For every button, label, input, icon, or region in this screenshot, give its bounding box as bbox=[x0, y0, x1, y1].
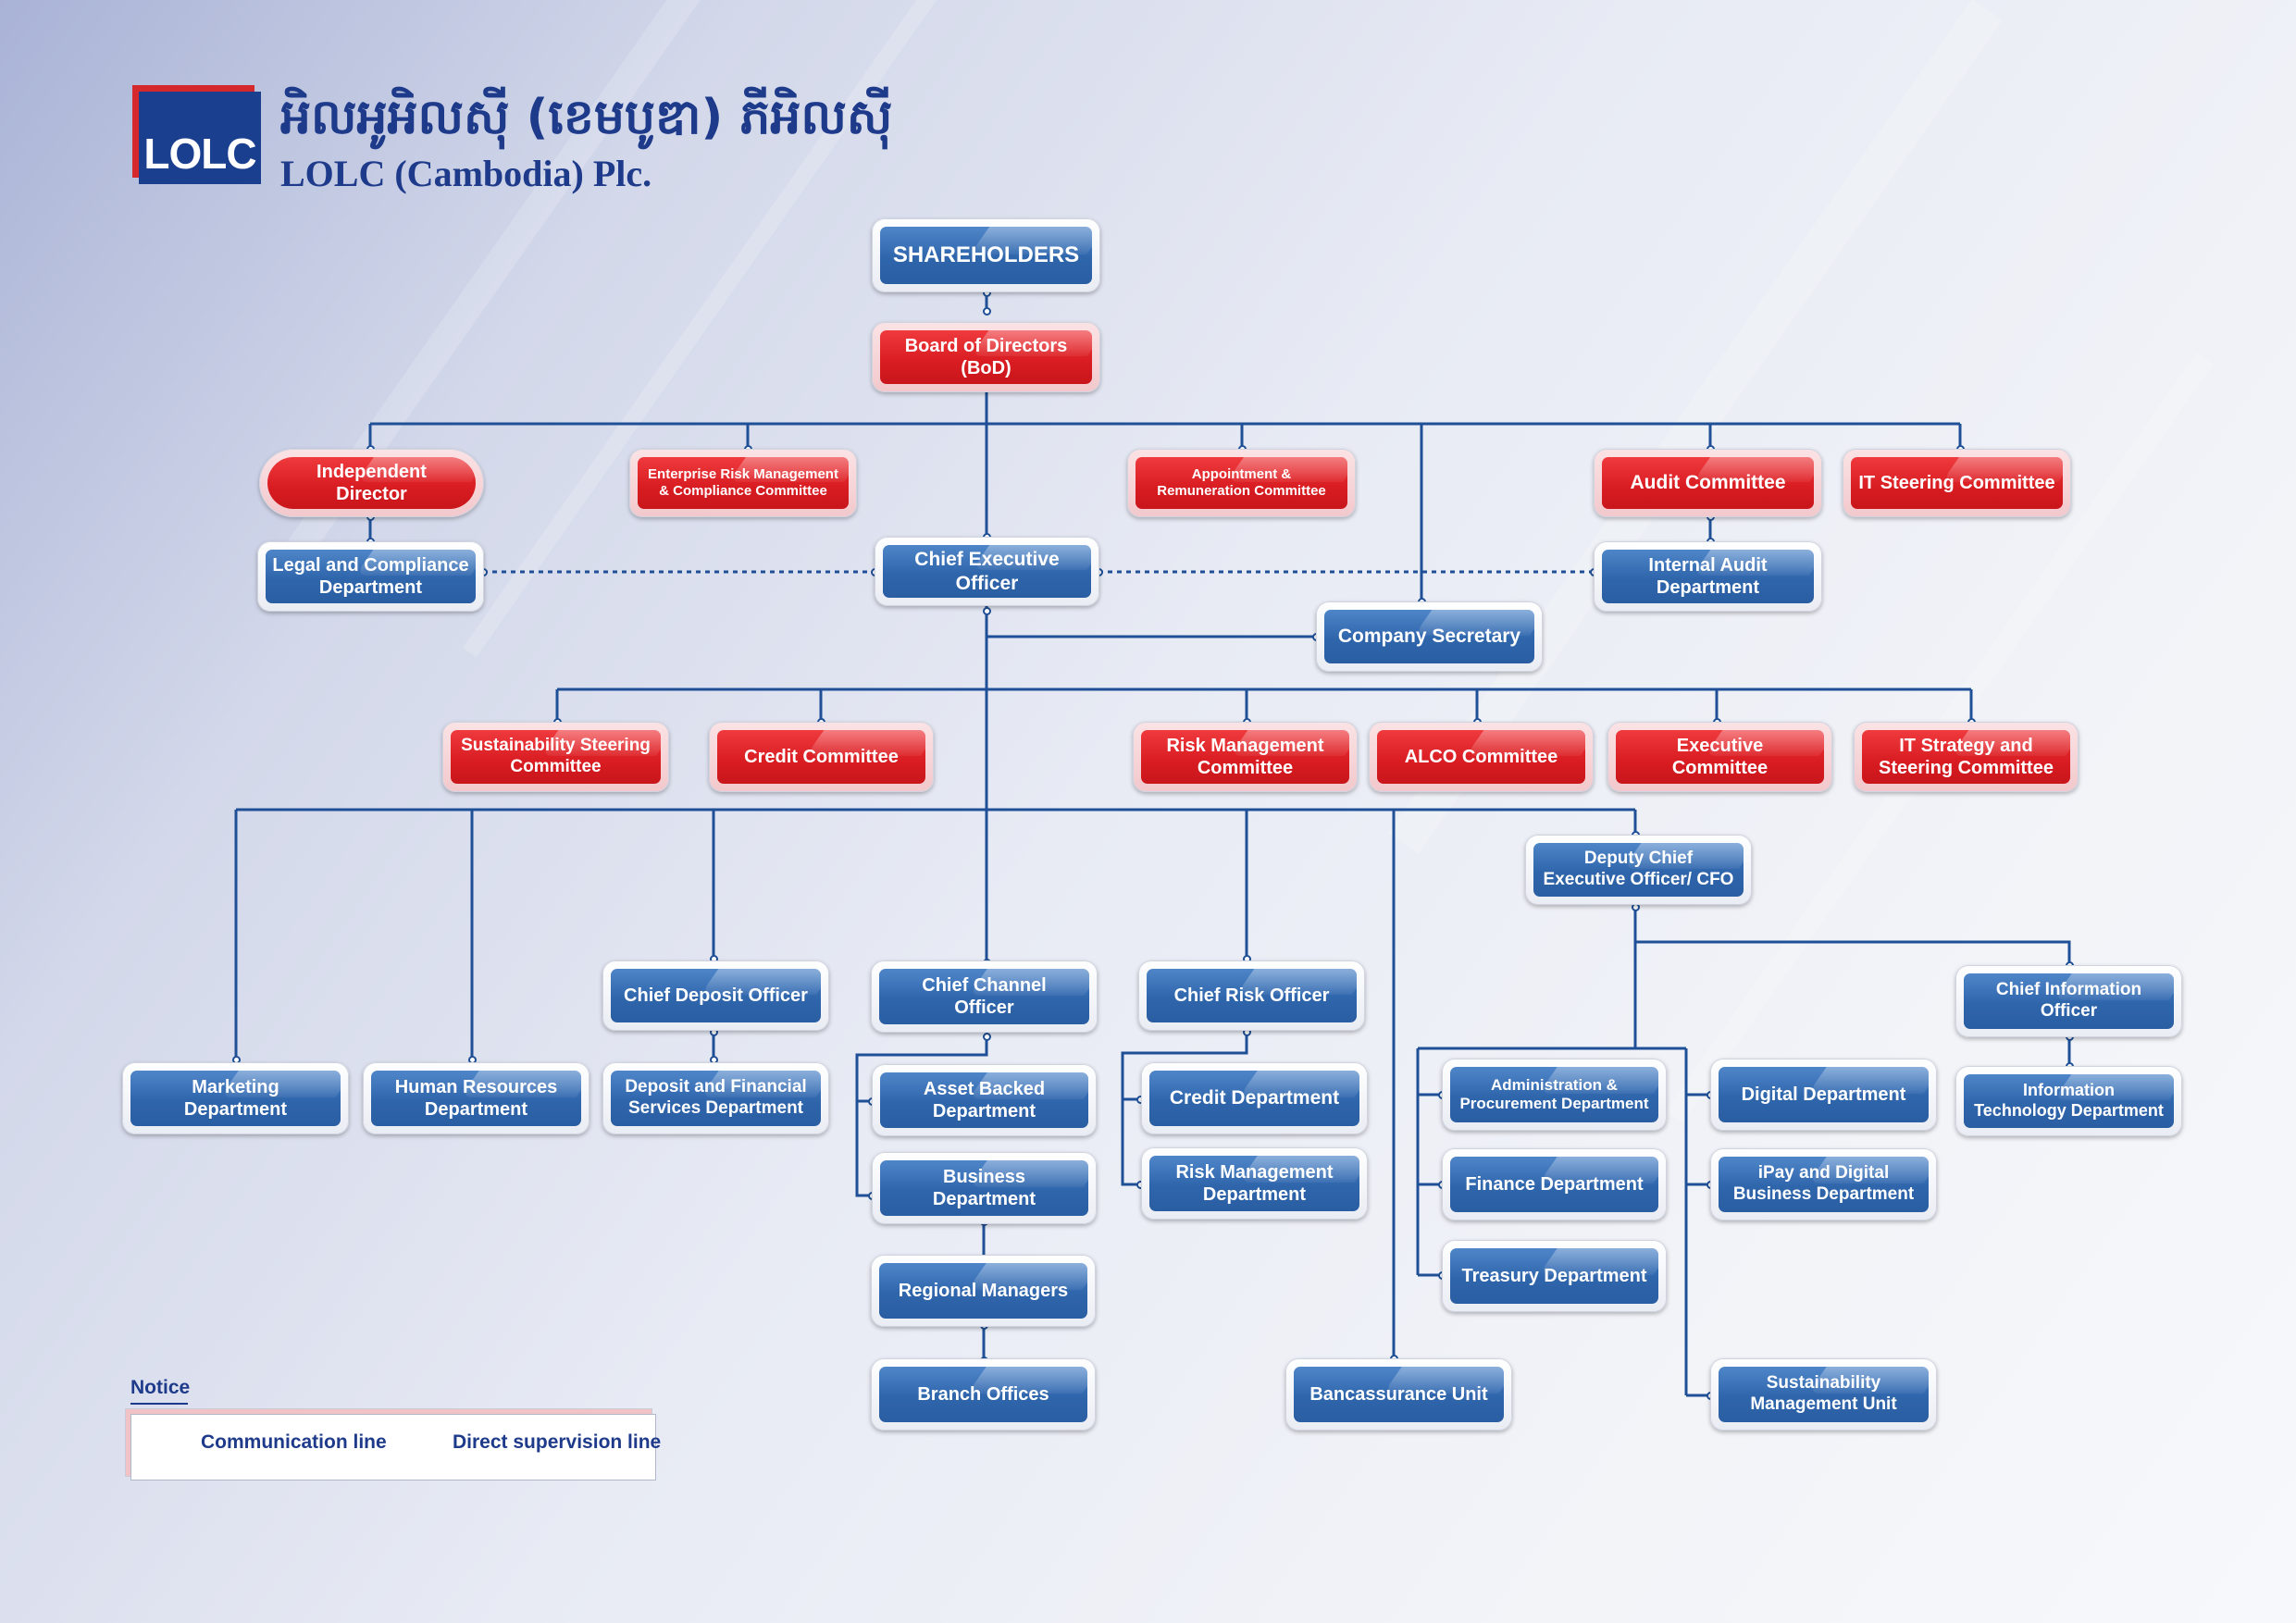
chief-risk-label: Chief Risk Officer bbox=[1173, 985, 1330, 1006]
legend-title: Notice bbox=[130, 1377, 191, 1398]
sustainability-steering-box: Sustainability Steering Committee bbox=[442, 722, 669, 792]
alco-committee-label: ALCO Committee bbox=[1404, 747, 1558, 767]
cio-box: Chief Information Officer bbox=[1955, 965, 2182, 1037]
erm-committee-box: Enterprise Risk Management & Compliance … bbox=[629, 449, 857, 517]
audit-committee-label: Audit Committee bbox=[1630, 472, 1786, 494]
ceo-box: Chief Executive Officer bbox=[875, 537, 1099, 606]
risk-dept-box: Risk Management Department bbox=[1141, 1147, 1368, 1220]
bod-box: Board of Directors (BoD) bbox=[872, 322, 1100, 392]
deposit-services-box: Deposit and Financial Services Departmen… bbox=[602, 1062, 829, 1134]
ceo-label: Chief Executive Officer bbox=[914, 549, 1060, 594]
executive-committee-box: Executive Committee bbox=[1607, 722, 1832, 792]
deputy-ceo-box: Deputy Chief Executive Officer/ CFO bbox=[1525, 835, 1752, 905]
chief-risk-box: Chief Risk Officer bbox=[1138, 960, 1365, 1031]
sustainability-steering-label: Sustainability Steering Committee bbox=[461, 736, 651, 776]
executive-committee-label: Executive Committee bbox=[1671, 736, 1769, 778]
logo-text: LOLC bbox=[139, 92, 261, 184]
legend-communication-line: Communication line bbox=[201, 1431, 387, 1453]
bancassurance-box: Bancassurance Unit bbox=[1285, 1358, 1512, 1431]
credit-committee-label: Credit Committee bbox=[744, 747, 899, 767]
risk-dept-label: Risk Management Department bbox=[1175, 1162, 1334, 1205]
treasury-dept-label: Treasury Department bbox=[1461, 1266, 1647, 1286]
company-name-khmer: អិលអូអិលស៊ី (ខេមបូឌា) ភីអិលស៊ី bbox=[280, 90, 893, 145]
risk-committee-label: Risk Management Committee bbox=[1166, 736, 1324, 778]
marketing-label: Marketing Department bbox=[183, 1077, 288, 1120]
audit-committee-box: Audit Committee bbox=[1594, 449, 1822, 517]
chief-deposit-box: Chief Deposit Officer bbox=[602, 960, 829, 1031]
cio-label: Chief Information Officer bbox=[1995, 980, 2142, 1021]
company-secretary-label: Company Secretary bbox=[1337, 626, 1521, 648]
appointment-committee-box: Appointment & Remuneration Committee bbox=[1127, 449, 1356, 517]
internal-audit-label: Internal Audit Department bbox=[1648, 555, 1768, 598]
digital-dept-label: Digital Department bbox=[1741, 1084, 1906, 1105]
credit-committee-box: Credit Committee bbox=[709, 722, 934, 792]
bod-label: Board of Directors (BoD) bbox=[904, 336, 1068, 378]
bancassurance-label: Bancassurance Unit bbox=[1309, 1384, 1488, 1405]
admin-procurement-label: Administration & Procurement Department bbox=[1459, 1075, 1649, 1112]
sustainability-unit-label: Sustainability Management Unit bbox=[1750, 1373, 1897, 1414]
regional-managers-label: Regional Managers bbox=[898, 1281, 1069, 1301]
erm-committee-label: Enterprise Risk Management & Compliance … bbox=[648, 466, 838, 499]
it-strategy-committee-box: IT Strategy and Steering Committee bbox=[1854, 722, 2079, 792]
chief-deposit-label: Chief Deposit Officer bbox=[624, 985, 808, 1006]
independent-director-label: Independent Director bbox=[316, 462, 427, 504]
chief-channel-label: Chief Channel Officer bbox=[922, 975, 1047, 1018]
business-dept-box: Business Department bbox=[872, 1152, 1097, 1224]
digital-dept-box: Digital Department bbox=[1710, 1059, 1937, 1131]
chief-channel-box: Chief Channel Officer bbox=[871, 960, 1098, 1033]
appointment-committee-label: Appointment & Remuneration Committee bbox=[1157, 466, 1326, 499]
legend-box bbox=[130, 1414, 656, 1481]
deposit-services-label: Deposit and Financial Services Departmen… bbox=[625, 1077, 807, 1118]
deputy-ceo-label: Deputy Chief Executive Officer/ CFO bbox=[1543, 849, 1734, 889]
ipay-dept-box: iPay and Digital Business Department bbox=[1710, 1148, 1937, 1220]
ipay-dept-label: iPay and Digital Business Department bbox=[1732, 1163, 1915, 1204]
company-logo: LOLC bbox=[132, 85, 261, 184]
it-dept-label: Information Technology Department bbox=[1974, 1081, 2164, 1120]
legal-compliance-box: Legal and Compliance Department bbox=[257, 541, 484, 612]
asset-backed-box: Asset Backed Department bbox=[872, 1064, 1097, 1136]
hr-box: Human Resources Department bbox=[363, 1062, 590, 1134]
finance-dept-box: Finance Department bbox=[1442, 1148, 1667, 1220]
risk-committee-box: Risk Management Committee bbox=[1133, 722, 1358, 792]
company-secretary-box: Company Secretary bbox=[1316, 601, 1543, 672]
branch-offices-box: Branch Offices bbox=[871, 1358, 1096, 1431]
shareholders-box: SHAREHOLDERS bbox=[872, 218, 1100, 292]
treasury-dept-box: Treasury Department bbox=[1442, 1240, 1667, 1312]
it-steering-committee-label: IT Steering Committee bbox=[1858, 473, 2055, 493]
marketing-box: Marketing Department bbox=[122, 1062, 349, 1134]
credit-dept-label: Credit Department bbox=[1169, 1087, 1340, 1109]
connector-dot bbox=[983, 607, 991, 615]
it-dept-box: Information Technology Department bbox=[1955, 1066, 2182, 1136]
it-steering-committee-box: IT Steering Committee bbox=[1843, 449, 2071, 517]
admin-procurement-box: Administration & Procurement Department bbox=[1442, 1059, 1667, 1131]
regional-managers-box: Regional Managers bbox=[871, 1255, 1096, 1327]
it-strategy-committee-label: IT Strategy and Steering Committee bbox=[1879, 736, 2054, 778]
internal-audit-box: Internal Audit Department bbox=[1594, 541, 1822, 612]
shareholders-label: SHAREHOLDERS bbox=[892, 242, 1080, 267]
branch-offices-label: Branch Offices bbox=[917, 1384, 1049, 1405]
credit-dept-box: Credit Department bbox=[1141, 1062, 1368, 1134]
sustainability-unit-box: Sustainability Management Unit bbox=[1710, 1358, 1937, 1431]
independent-director-box: Independent Director bbox=[259, 449, 484, 517]
hr-label: Human Resources Department bbox=[394, 1077, 558, 1120]
finance-dept-label: Finance Department bbox=[1465, 1174, 1644, 1195]
connector-dot bbox=[983, 1033, 991, 1041]
asset-backed-label: Asset Backed Department bbox=[923, 1079, 1046, 1121]
alco-committee-box: ALCO Committee bbox=[1369, 722, 1594, 792]
legend-direct-line: Direct supervision line bbox=[453, 1431, 662, 1453]
company-name: LOLC (Cambodia) Plc. bbox=[280, 153, 652, 194]
connector-dot bbox=[983, 307, 991, 316]
business-dept-label: Business Department bbox=[932, 1167, 1036, 1209]
legal-compliance-label: Legal and Compliance Department bbox=[272, 555, 469, 598]
legend-title-underline bbox=[130, 1403, 188, 1405]
